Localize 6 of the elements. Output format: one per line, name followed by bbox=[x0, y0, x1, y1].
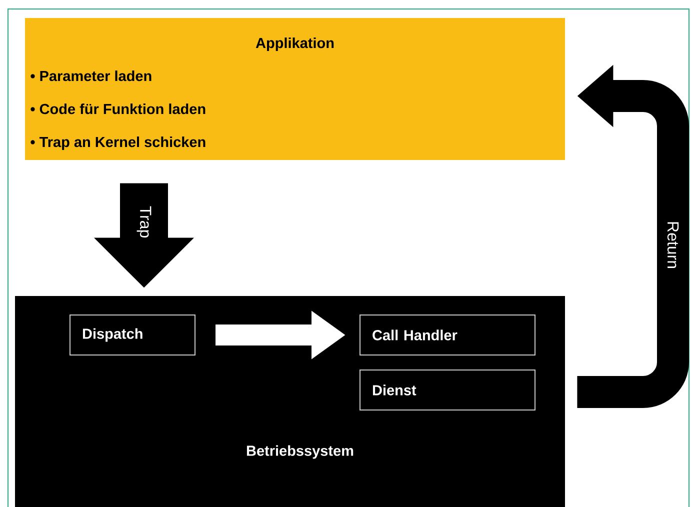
edge-label: Trap bbox=[136, 204, 152, 240]
application-box: Applikation • Parameter laden • Code für Funktion laden • Trap an Kernel schicken bbox=[25, 18, 565, 160]
process-box: Dienst bbox=[360, 370, 536, 410]
process-box: Call Handler bbox=[360, 314, 536, 356]
edge-label: Return bbox=[666, 220, 680, 270]
process-box: Dispatch bbox=[70, 314, 196, 356]
